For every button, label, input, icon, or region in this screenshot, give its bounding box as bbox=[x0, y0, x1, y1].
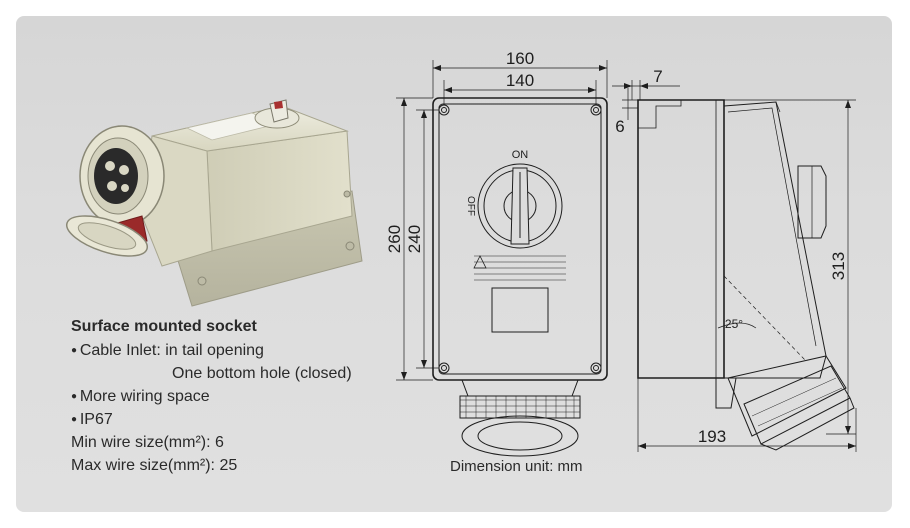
spec-wiring-space: More wiring space bbox=[71, 388, 210, 406]
dim-front-height-outer: 260 bbox=[385, 225, 404, 253]
spec-max-wire: Max wire size(mm²): 25 bbox=[71, 457, 238, 474]
front-view bbox=[396, 60, 608, 457]
side-view bbox=[612, 80, 857, 452]
product-panel: Surface mounted socket Cable Inlet: in t… bbox=[16, 16, 892, 512]
dim-front-height-inner: 240 bbox=[405, 225, 424, 253]
spec-cable-inlet: Cable Inlet: in tail opening bbox=[71, 342, 264, 360]
switch-off-label: OFF bbox=[465, 196, 476, 216]
angle-label: 25° bbox=[725, 317, 743, 331]
dim-side-height: 313 bbox=[829, 252, 848, 280]
dim-side-depth: 193 bbox=[698, 427, 726, 446]
dim-side-offset-top: 7 bbox=[653, 67, 662, 86]
spec-min-wire: Min wire size(mm²): 6 bbox=[71, 434, 224, 451]
spec-ip-rating: IP67 bbox=[71, 411, 113, 429]
dimension-unit-note: Dimension unit: mm bbox=[450, 458, 583, 475]
dim-front-width-outer: 160 bbox=[506, 49, 534, 68]
dim-front-width-inner: 140 bbox=[506, 71, 534, 90]
product-photo bbox=[66, 99, 363, 307]
dimension-drawings: 160 140 260 240 ON OFF 7 6 313 193 25° bbox=[385, 49, 857, 457]
spec-title: Surface mounted socket bbox=[71, 318, 257, 335]
spec-bottom-hole: One bottom hole (closed) bbox=[172, 365, 352, 382]
switch-on-label: ON bbox=[512, 149, 529, 161]
dim-side-offset-side: 6 bbox=[615, 117, 624, 136]
